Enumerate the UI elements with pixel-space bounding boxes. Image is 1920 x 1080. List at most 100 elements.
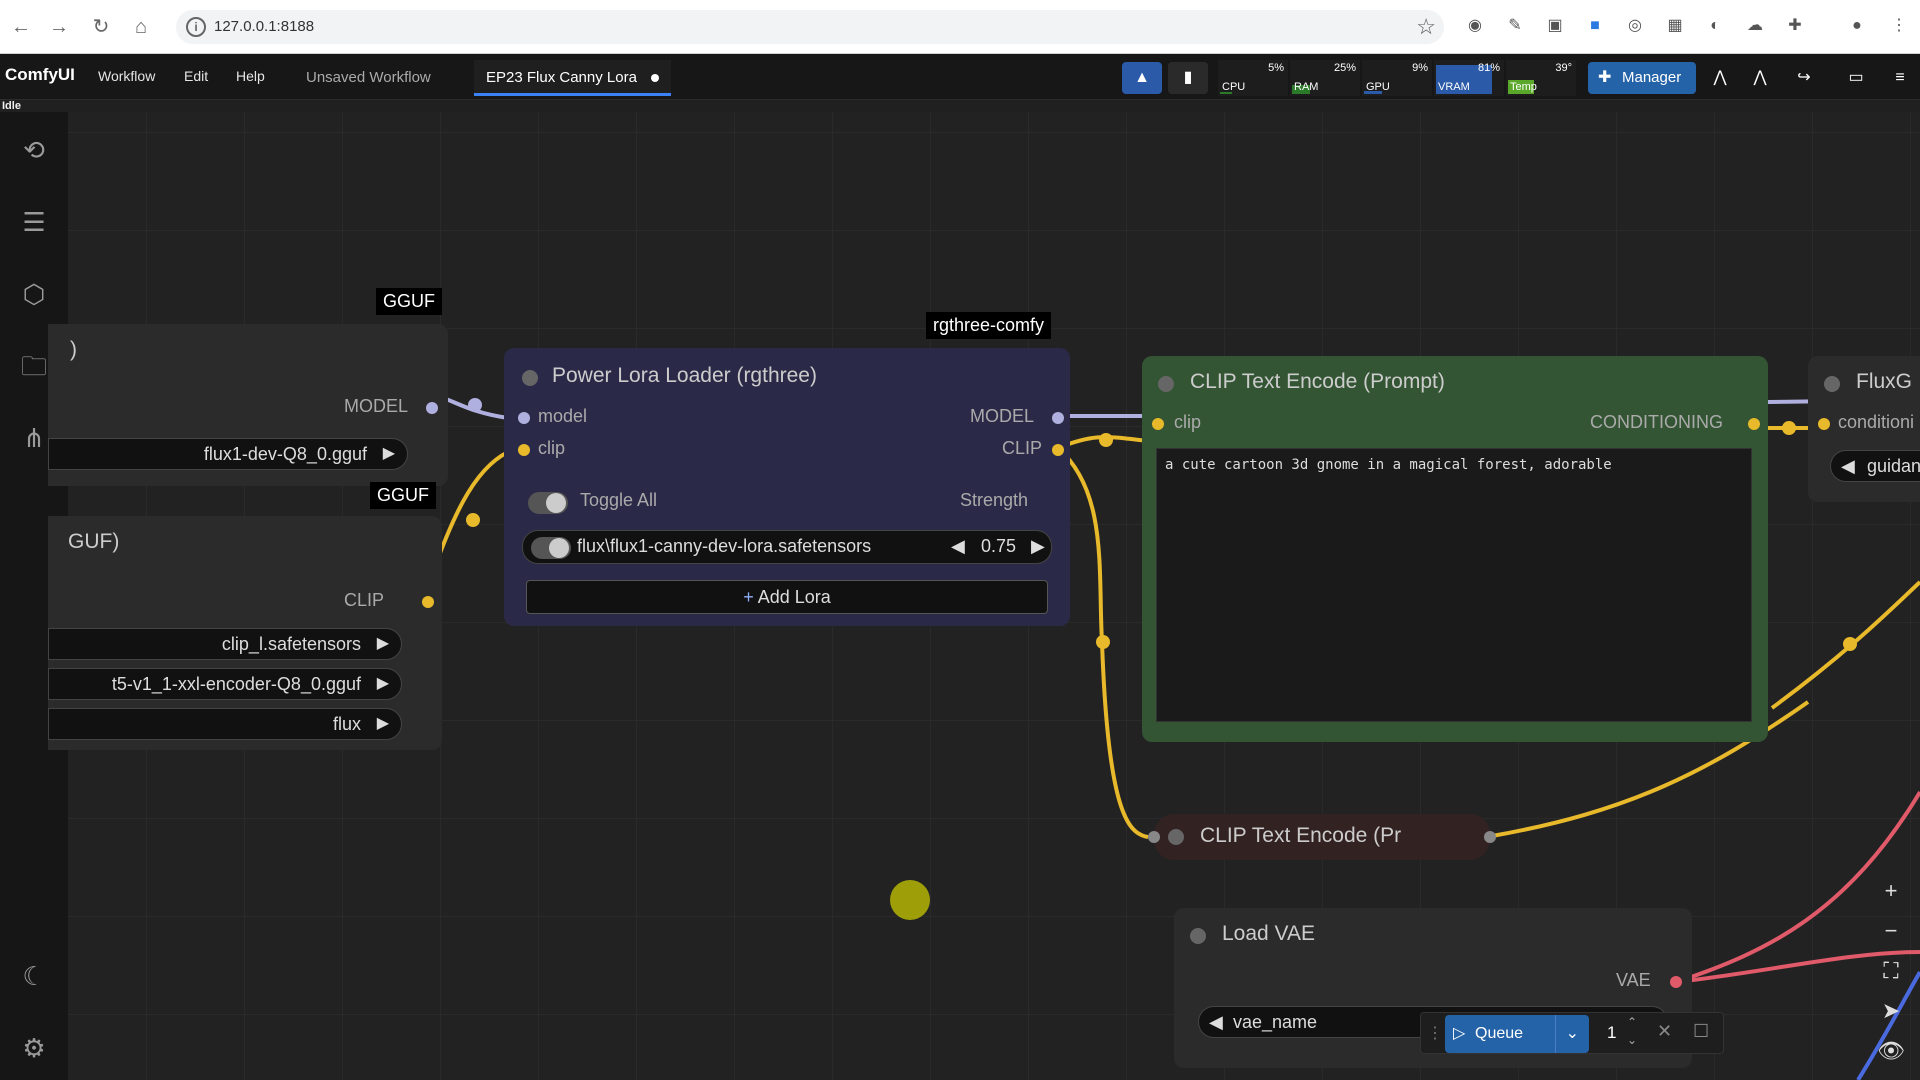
node-canvas[interactable]: GGUF ) MODEL flux1-dev-Q8_0.gguf ▶ GGUF …: [48, 112, 1920, 1080]
dual-clip-loader-gguf-node[interactable]: GUF) CLIP clip_l.safetensors ▶ t5-v1_1-x…: [48, 516, 442, 750]
grid-extension-icon[interactable]: ▦: [1667, 17, 1683, 34]
puzzle-extension-icon[interactable]: ✚: [1788, 17, 1802, 34]
output-conditioning-dot[interactable]: [1484, 831, 1496, 843]
arrow-left-icon[interactable]: ◀: [1209, 1012, 1223, 1032]
power-lora-loader-node[interactable]: Power Lora Loader (rgthree) model clip M…: [504, 348, 1070, 626]
back-arrow-icon[interactable]: ←: [11, 16, 31, 38]
theme-moon-icon[interactable]: ☾: [22, 961, 46, 991]
tab-ep23-flux-canny-lora[interactable]: EP23 Flux Canny Lora: [474, 60, 671, 96]
node-collapse-dot[interactable]: [522, 370, 538, 386]
tab-unsaved-workflow[interactable]: Unsaved Workflow: [294, 60, 443, 96]
reload-icon[interactable]: ↻: [92, 16, 110, 38]
pen-extension-icon[interactable]: ✎: [1508, 17, 1522, 34]
node-collapse-dot[interactable]: [1158, 376, 1174, 392]
link-reroute-dot: [1099, 433, 1113, 447]
comfy-logo-icon[interactable]: ⋀: [1713, 69, 1727, 86]
arrow-left-icon[interactable]: ◀: [951, 536, 965, 556]
ram-monitor: RAM 25%: [1290, 60, 1360, 96]
menu-workflow[interactable]: Workflow: [98, 68, 156, 84]
cancel-x-icon[interactable]: ✕: [1657, 1021, 1673, 1041]
toggle-all-switch[interactable]: [528, 492, 568, 514]
clip-text-encode-negative-collapsed-node[interactable]: CLIP Text Encode (Pr: [1148, 814, 1496, 860]
settings-gear-icon[interactable]: ⚙: [22, 1033, 46, 1063]
menu-edit[interactable]: Edit: [184, 68, 209, 84]
input-conditioning-dot[interactable]: [1818, 418, 1830, 430]
blue-extension-icon[interactable]: ■: [1590, 17, 1600, 34]
input-clip-dot[interactable]: [518, 444, 530, 456]
arrow-right-icon[interactable]: ▶: [376, 635, 389, 652]
node-collapse-dot[interactable]: [1190, 928, 1206, 944]
arrow-right-icon[interactable]: ▶: [382, 445, 395, 462]
stop-square-icon[interactable]: ☐: [1693, 1021, 1710, 1041]
node-library-icon[interactable]: ⋔: [23, 423, 45, 453]
node-collapse-dot[interactable]: [1168, 829, 1184, 845]
input-clip-dot[interactable]: [1152, 418, 1164, 430]
profile-avatar-icon[interactable]: ●: [1852, 17, 1862, 34]
vram-monitor: VRAM 81%: [1434, 60, 1504, 96]
node-collapse-dot[interactable]: [1824, 376, 1840, 392]
zoom-out-icon[interactable]: −: [1884, 918, 1898, 943]
bookmark-icon[interactable]: ▮: [1168, 62, 1208, 94]
arrow-left-icon[interactable]: ◀: [1841, 456, 1855, 476]
node-title: FluxG: [1856, 370, 1913, 393]
unet-loader-gguf-node[interactable]: ) MODEL flux1-dev-Q8_0.gguf ▶: [48, 324, 448, 486]
flux-guidance-node[interactable]: FluxG conditioni ◀ guidan: [1808, 356, 1920, 502]
cloud-extension-icon[interactable]: ☁: [1747, 17, 1763, 34]
lora-strength-value[interactable]: 0.75: [981, 536, 1017, 556]
target-extension-icon[interactable]: ◎: [1628, 17, 1642, 34]
panel-toggle-icon[interactable]: ▭: [1848, 69, 1864, 86]
input-clip-dot[interactable]: [1148, 831, 1160, 843]
kebab-menu-icon[interactable]: ⋮: [1891, 17, 1907, 34]
model-library-icon[interactable]: ⬡: [22, 279, 46, 309]
queue-button[interactable]: ▷ Queue ⌄: [1445, 1015, 1589, 1053]
output-conditioning-dot[interactable]: [1748, 418, 1760, 430]
adblock-extension-icon[interactable]: ◉: [1468, 17, 1482, 34]
comfy-alt-logo-icon[interactable]: ⋀: [1753, 69, 1767, 86]
monitor-label: RAM: [1294, 81, 1319, 93]
chevron-down-icon[interactable]: ⌄: [1554, 1015, 1579, 1053]
output-clip-dot[interactable]: [422, 596, 434, 608]
menu-help[interactable]: Help: [236, 68, 265, 84]
site-info-icon[interactable]: i: [186, 17, 206, 37]
prompt-textarea[interactable]: a cute cartoon 3d gnome in a magical for…: [1156, 448, 1752, 722]
select-pointer-icon[interactable]: ➤: [1881, 998, 1901, 1023]
lora-enable-switch[interactable]: [531, 537, 571, 559]
guidance-widget[interactable]: ◀ guidan: [1830, 450, 1920, 482]
arrow-right-icon[interactable]: ▶: [376, 715, 389, 732]
clip-name2-combo[interactable]: t5-v1_1-xxl-encoder-Q8_0.gguf ▶: [48, 668, 402, 700]
zoom-in-icon[interactable]: +: [1884, 878, 1898, 903]
arrow-right-icon[interactable]: ▶: [376, 675, 389, 692]
home-icon[interactable]: ⌂: [134, 16, 148, 38]
workflows-folder-icon[interactable]: 🗀: [20, 351, 47, 381]
output-vae-dot[interactable]: [1670, 976, 1682, 988]
crystools-icon[interactable]: ▲: [1122, 62, 1162, 94]
fit-view-icon[interactable]: ⛶: [1883, 958, 1899, 983]
folder-extension-icon[interactable]: ▣: [1547, 17, 1563, 34]
unet-name-combo[interactable]: flux1-dev-Q8_0.gguf ▶: [48, 438, 408, 470]
color-extension-icon[interactable]: ◐: [1710, 17, 1720, 34]
input-model-dot[interactable]: [518, 412, 530, 424]
output-model-dot[interactable]: [426, 402, 438, 414]
share-icon[interactable]: ↪: [1797, 69, 1811, 86]
bookmark-star-icon[interactable]: ☆: [1416, 14, 1436, 39]
queue-list-icon[interactable]: ☰: [22, 207, 46, 237]
clip-type-combo[interactable]: flux ▶: [48, 708, 402, 740]
forward-arrow-icon[interactable]: →: [49, 16, 69, 38]
output-clip-dot[interactable]: [1052, 444, 1064, 456]
drag-handle-icon[interactable]: ⋮: [1427, 1025, 1443, 1042]
lora-row[interactable]: flux\flux1-canny-dev-lora.safetensors ◀ …: [522, 530, 1052, 564]
lora-name[interactable]: flux\flux1-canny-dev-lora.safetensors: [577, 536, 872, 556]
history-icon[interactable]: ⟲: [23, 135, 45, 165]
arrow-right-icon[interactable]: ▶: [1031, 536, 1045, 556]
clip-name1-combo[interactable]: clip_l.safetensors ▶: [48, 628, 402, 660]
decrement-arrow-icon[interactable]: ⌄: [1627, 1033, 1638, 1047]
manager-button[interactable]: ✚ Manager: [1588, 62, 1696, 94]
add-lora-button[interactable]: + Add Lora: [526, 580, 1048, 614]
address-bar[interactable]: i 127.0.0.1:8188 ☆: [176, 10, 1444, 44]
clip-text-encode-positive-node[interactable]: CLIP Text Encode (Prompt) clip CONDITION…: [1142, 356, 1768, 742]
toggle-links-eye-icon[interactable]: 👁: [1877, 1038, 1905, 1063]
hamburger-menu-icon[interactable]: ≡: [1895, 69, 1905, 86]
increment-arrow-icon[interactable]: ⌃: [1627, 1015, 1638, 1029]
output-model-dot[interactable]: [1052, 412, 1064, 424]
batch-count-input[interactable]: 1: [1607, 1023, 1617, 1042]
